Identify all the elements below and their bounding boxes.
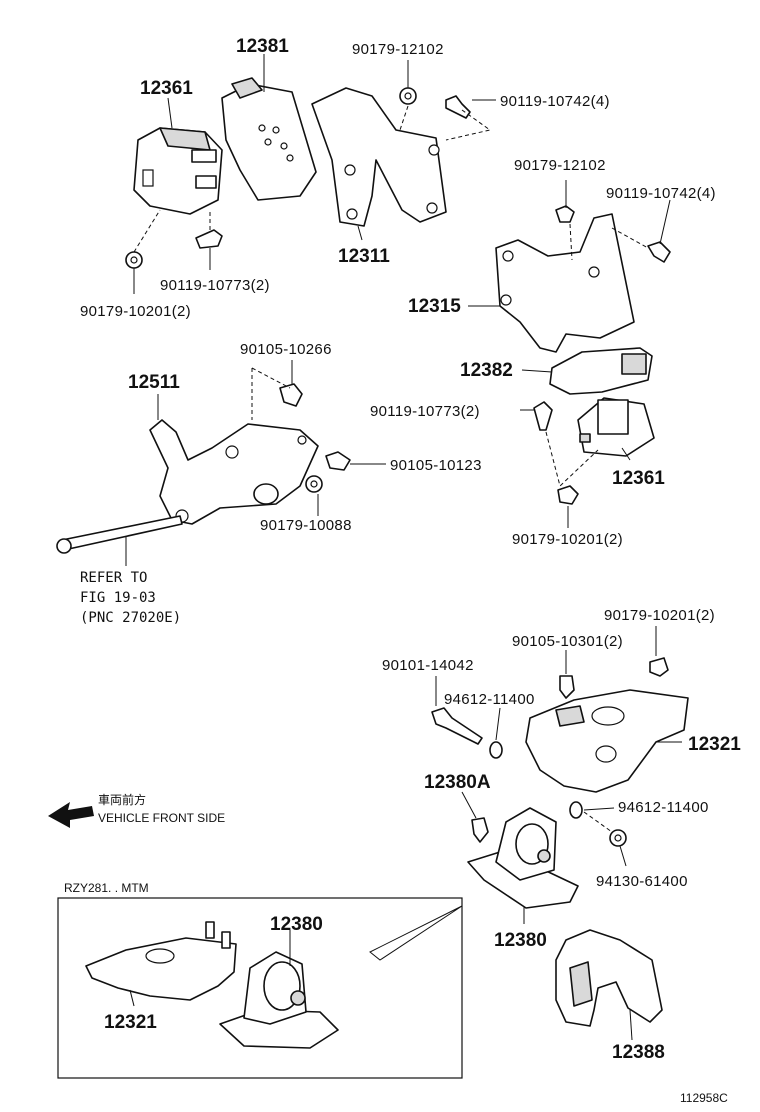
label-12321-b: 12321 (104, 1012, 157, 1033)
inset-12380-mount (219, 951, 339, 1049)
inset-title: RZY281. . MTM (64, 881, 149, 895)
label-90119-10773-a: 90119-10773(2) (160, 277, 270, 294)
refer-note-line2: FIG 19-03 (80, 590, 156, 606)
direction-japanese: 車両前方 (98, 792, 146, 807)
label-94612-11400-a: 94612-11400 (444, 691, 535, 708)
label-90179-10201-a: 90179-10201(2) (80, 303, 191, 320)
nut-90179-12102-a (399, 87, 417, 105)
part-12361-insulator-left (133, 127, 223, 215)
inset-12321-bracket (85, 921, 237, 1001)
label-12361-a: 12361 (140, 78, 193, 99)
label-12311: 12311 (338, 246, 390, 267)
nut-94130-61400 (609, 829, 627, 847)
refer-note-line1: REFER TO (80, 570, 147, 586)
front-direction-arrow (48, 802, 94, 828)
label-90105-10123: 90105-10123 (390, 457, 482, 474)
inset-pointer (369, 905, 463, 961)
label-90101-14042: 90101-14042 (382, 657, 474, 674)
part-12381-bracket (221, 77, 317, 201)
part-12511-bracket (149, 419, 319, 525)
bolt-90105-10301 (559, 675, 575, 699)
nut-90179-10201-a (125, 251, 143, 269)
washer-94612-11400-b (569, 801, 583, 819)
bolt-90119-10742-b (647, 241, 671, 263)
label-12380A: 12380A (424, 772, 491, 793)
bolt-90119-10773-a (195, 229, 223, 249)
figure-id: 112958C (680, 1091, 728, 1105)
nut-90179-10088 (305, 475, 323, 493)
label-94612-11400-b: 94612-11400 (618, 799, 709, 816)
label-90119-10742-b: 90119-10742(4) (606, 185, 716, 202)
label-12321-a: 12321 (688, 734, 741, 755)
part-12311-bracket (311, 87, 447, 227)
label-12361-b: 12361 (612, 468, 665, 489)
bolt-90119-10742-a (445, 95, 471, 119)
label-90119-10773-b: 90119-10773(2) (370, 403, 480, 420)
label-90179-10201-c: 90179-10201(2) (604, 607, 715, 624)
bolt-12380A (471, 817, 489, 843)
label-12382: 12382 (460, 360, 513, 381)
bolt-90105-10266 (279, 383, 303, 407)
washer-94612-11400-a (489, 741, 503, 759)
label-90105-10301: 90105-10301(2) (512, 633, 623, 650)
label-12511: 12511 (128, 372, 180, 393)
direction-english: VEHICLE FRONT SIDE (98, 811, 225, 825)
label-94130-61400: 94130-61400 (596, 873, 688, 890)
inset-box (57, 897, 463, 1079)
label-12380-a: 12380 (494, 930, 547, 951)
part-12382-stopper (549, 347, 653, 395)
nut-90179-10201-b (557, 485, 579, 505)
bolt-90105-10123 (325, 451, 351, 471)
bolt-90119-10773-b (533, 401, 553, 431)
label-90119-10742-a: 90119-10742(4) (500, 93, 610, 110)
nut-90179-12102-b (555, 205, 575, 223)
part-12321-bracket (525, 689, 689, 793)
long-bolt-refer (56, 515, 183, 554)
part-12380-mount (467, 807, 579, 909)
part-12315-bracket (495, 213, 635, 353)
label-12388: 12388 (612, 1042, 665, 1063)
part-12388-cover (555, 929, 663, 1027)
label-12315: 12315 (408, 296, 461, 317)
part-12361-insulator-right (577, 397, 655, 457)
refer-note-line3: (PNC 27020E) (80, 610, 181, 626)
label-12381: 12381 (236, 36, 289, 57)
nut-90179-10201-c (649, 657, 669, 677)
label-12380-b: 12380 (270, 914, 323, 935)
bolt-90101-14042 (431, 707, 483, 745)
label-90105-10266: 90105-10266 (240, 341, 332, 358)
label-90179-12102-a: 90179-12102 (352, 41, 444, 58)
label-90179-10088: 90179-10088 (260, 517, 352, 534)
label-90179-12102-b: 90179-12102 (514, 157, 606, 174)
label-90179-10201-b: 90179-10201(2) (512, 531, 623, 548)
